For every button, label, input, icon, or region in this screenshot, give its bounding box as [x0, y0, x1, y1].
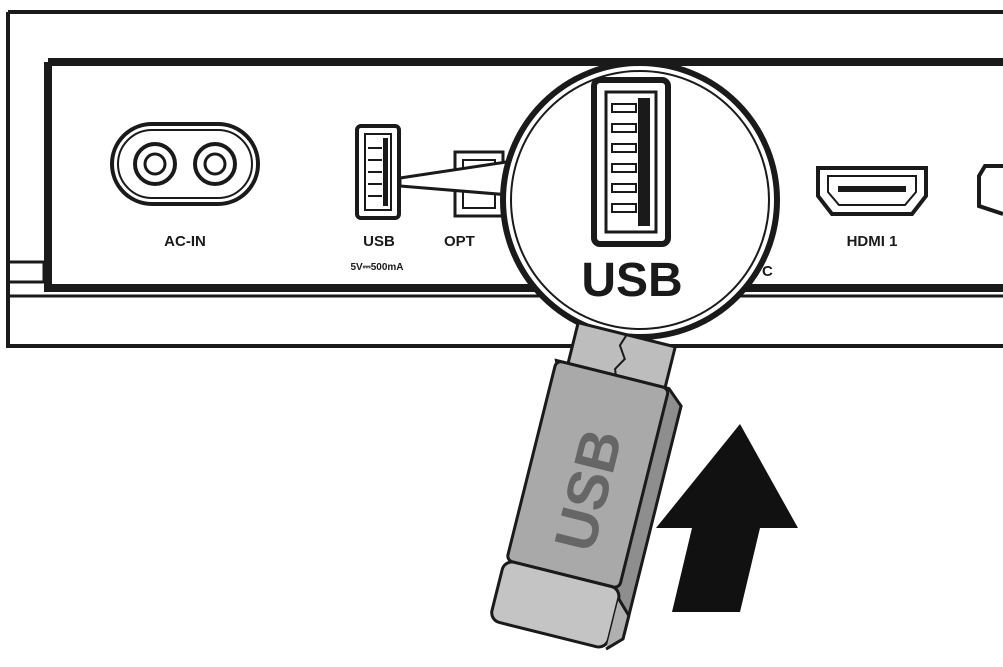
usb-port-enlarged-icon [591, 77, 671, 247]
hdmi-port-icon [816, 166, 928, 216]
partial-port-icon [977, 164, 1003, 216]
ac-in-socket-icon [110, 122, 260, 206]
optical-port-label: OPT [444, 233, 475, 250]
insert-direction-arrow-icon [656, 424, 798, 612]
usb-drive-cap [490, 560, 631, 651]
usb-port-label: USB [363, 233, 395, 250]
ac-in-label: AC-IN [164, 233, 206, 250]
magnifier-usb-label: USB [581, 254, 682, 307]
usb-port-icon [355, 124, 401, 220]
usb-flash-drive: USB [490, 320, 683, 651]
hdmi1-label: HDMI 1 [847, 233, 898, 250]
coax-port-label: C [762, 263, 773, 280]
usb-rating-label: 5V⎓500mA [350, 262, 403, 273]
